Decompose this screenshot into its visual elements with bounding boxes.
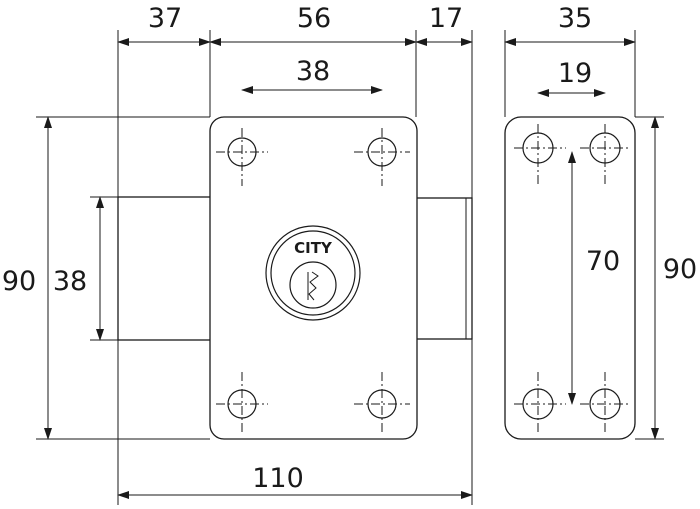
screw-hole bbox=[580, 372, 630, 432]
dim-plate-width: 56 bbox=[297, 3, 331, 34]
keyway-icon bbox=[307, 271, 319, 301]
dim-bolt-height: 38 bbox=[53, 266, 87, 297]
bolt-housing bbox=[414, 197, 473, 340]
screw-hole bbox=[216, 128, 268, 186]
screw-hole bbox=[354, 372, 410, 432]
dim-height-right: 90 bbox=[663, 254, 697, 285]
screw-hole bbox=[354, 128, 410, 186]
screw-hole bbox=[216, 372, 268, 432]
dimension-labels: 37 56 17 38 110 90 38 35 19 70 90 bbox=[2, 3, 697, 494]
brand-label: CITY bbox=[294, 239, 333, 257]
dim-body-offset: 37 bbox=[148, 3, 182, 34]
dim-side-hole-spacing-vertical: 70 bbox=[586, 246, 620, 277]
dim-hole-spacing-side: 19 bbox=[558, 58, 592, 89]
side-plate bbox=[504, 116, 636, 440]
dim-side-width: 35 bbox=[558, 3, 592, 34]
dimension-lines bbox=[44, 38, 659, 499]
dim-overall-width: 110 bbox=[252, 463, 304, 494]
screw-hole bbox=[580, 124, 630, 184]
dim-hole-spacing-front: 38 bbox=[296, 56, 330, 87]
lock-body bbox=[117, 196, 212, 341]
dim-height-left: 90 bbox=[2, 266, 36, 297]
screw-hole bbox=[514, 124, 566, 184]
screw-hole bbox=[514, 372, 566, 432]
dim-bolt-projection: 17 bbox=[429, 3, 463, 34]
front-view: CITY bbox=[117, 116, 473, 440]
side-view bbox=[504, 116, 636, 440]
lock-cylinder: CITY bbox=[265, 225, 361, 321]
